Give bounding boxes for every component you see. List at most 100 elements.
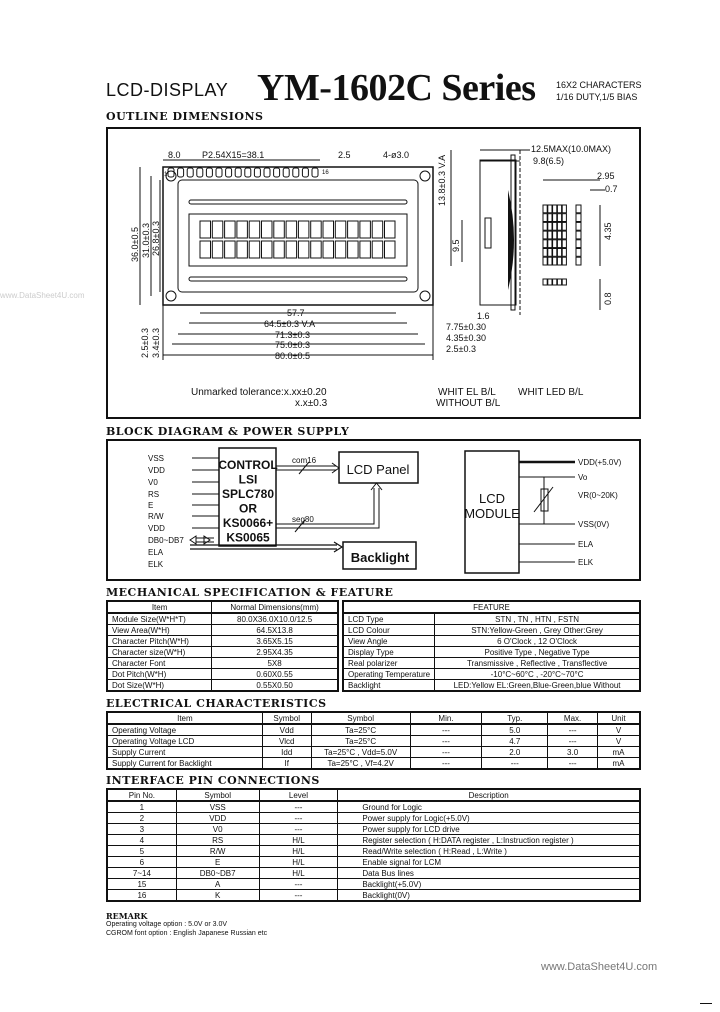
remark-title: REMARK — [106, 911, 148, 921]
dot — [552, 256, 558, 266]
module-label-1: LCD — [479, 491, 505, 506]
table-cell: Typ. — [481, 711, 549, 725]
table-cell: Ta=25°C — [310, 723, 411, 736]
table-cell: H/L — [258, 834, 339, 846]
dim-2-95: 2.95 — [597, 171, 615, 181]
dot — [542, 256, 548, 266]
pin — [292, 167, 300, 178]
seg-label: seg80 — [292, 515, 314, 524]
table-cell: Description — [337, 788, 641, 802]
controller-label: SPLC780 — [222, 487, 274, 501]
dim-31: 31.0±0.3 — [141, 223, 151, 258]
signal-label: VDD — [148, 524, 165, 533]
power-pin-label: Vo — [578, 473, 588, 482]
table-cell: -10°C~60°C , -20°C~70°C — [434, 668, 641, 680]
signal-label: VDD — [148, 466, 165, 475]
char-cell — [211, 220, 224, 239]
table-cell: 4 — [106, 834, 177, 846]
dot — [547, 221, 553, 231]
char-cell — [273, 240, 285, 259]
pin — [205, 167, 213, 178]
dot — [547, 256, 553, 266]
controller-label: LSI — [239, 473, 258, 487]
dim-2-5-offset: 2.5±0.3 — [446, 344, 476, 354]
table-cell: 6 — [106, 856, 177, 868]
table-cell: Character size(W*H) — [106, 646, 213, 658]
table-cell: FEATURE — [342, 600, 641, 614]
cursor-dot — [556, 278, 563, 286]
view-area — [188, 213, 408, 267]
dim-max-thickness: 12.5MAX(10.0MAX) — [531, 144, 611, 154]
table-cell: --- — [409, 746, 483, 758]
mount-hole — [419, 290, 431, 302]
table-header: FEATURE — [342, 600, 641, 614]
dot — [552, 248, 558, 257]
signal-label: R/W — [148, 512, 164, 521]
table-cell: 2.95X4.35 — [211, 646, 339, 658]
dot — [542, 213, 548, 222]
table-cell: Operating Voltage LCD — [106, 735, 263, 747]
table-cell: 5X8 — [211, 657, 339, 669]
table-row: Dot Size(W*H)0.55X0.50 — [106, 679, 339, 692]
table-cell: Module Size(W*H*T) — [106, 612, 213, 625]
signal-label: VSS — [148, 454, 164, 463]
pin — [253, 167, 261, 178]
dim-75: 75.0±0.3 — [275, 340, 310, 350]
footer-link[interactable]: www.DataSheet4U.com — [541, 961, 658, 973]
table-cell: 2 — [106, 812, 177, 824]
table-cell: Symbol — [261, 711, 312, 725]
char-cell — [211, 240, 224, 259]
table-cell: 3 — [106, 823, 177, 835]
side-view — [479, 159, 517, 306]
pin — [244, 167, 252, 178]
table-cell: Operating Voltage — [106, 723, 263, 736]
dot — [542, 230, 548, 240]
char-cell — [359, 220, 371, 239]
table-cell: If — [261, 757, 312, 770]
block-frame — [106, 439, 641, 581]
table-cell: LED:Yellow EL:Green,Blue-Green,blue With… — [434, 679, 641, 692]
controller-label: KS0066+ — [223, 516, 273, 530]
table-cell: 0.55X0.50 — [211, 679, 339, 692]
table-cell: Real polarizer — [342, 657, 436, 669]
table-row: Operating Temperature-10°C~60°C , -20°C~… — [342, 668, 641, 680]
table-cell: 3.0 — [547, 746, 599, 758]
dot — [556, 221, 563, 231]
dot — [556, 230, 563, 240]
module-outline — [162, 166, 434, 306]
signal-label: ELK — [148, 560, 164, 569]
table-row: Character size(W*H)2.95X4.35 — [106, 646, 339, 658]
table-cell: --- — [258, 878, 339, 890]
char-cell — [384, 240, 396, 259]
cursor-dot — [552, 278, 558, 286]
dot — [556, 239, 563, 249]
pin — [234, 167, 242, 178]
outline-title: OUTLINE DIMENSIONS — [106, 110, 264, 123]
table-cell: Backlight(0V) — [337, 889, 641, 902]
table-cell: Ta=25°C , Vf=4.2V — [310, 757, 411, 770]
dot — [547, 230, 553, 240]
table-cell: 0.60X0.55 — [211, 668, 339, 680]
table-cell: Level — [258, 788, 339, 802]
dot — [552, 213, 558, 222]
pin — [282, 167, 290, 178]
table-cell: STN:Yellow-Green , Grey Other:Grey — [434, 624, 641, 636]
dot — [552, 204, 558, 214]
table-cell: Power supply for Logic(+5.0V) — [337, 812, 641, 824]
char-cell — [248, 220, 261, 239]
table-cell: Character Font — [106, 657, 213, 669]
dim-3-4: 3.4±0.3 — [151, 328, 161, 358]
table-cell: E — [175, 856, 260, 868]
page-edge-mark — [700, 1003, 712, 1004]
pin — [177, 167, 185, 178]
power-pin-label: VDD(+5.0V) — [578, 458, 622, 467]
module-label-2: MODULE — [464, 506, 520, 521]
